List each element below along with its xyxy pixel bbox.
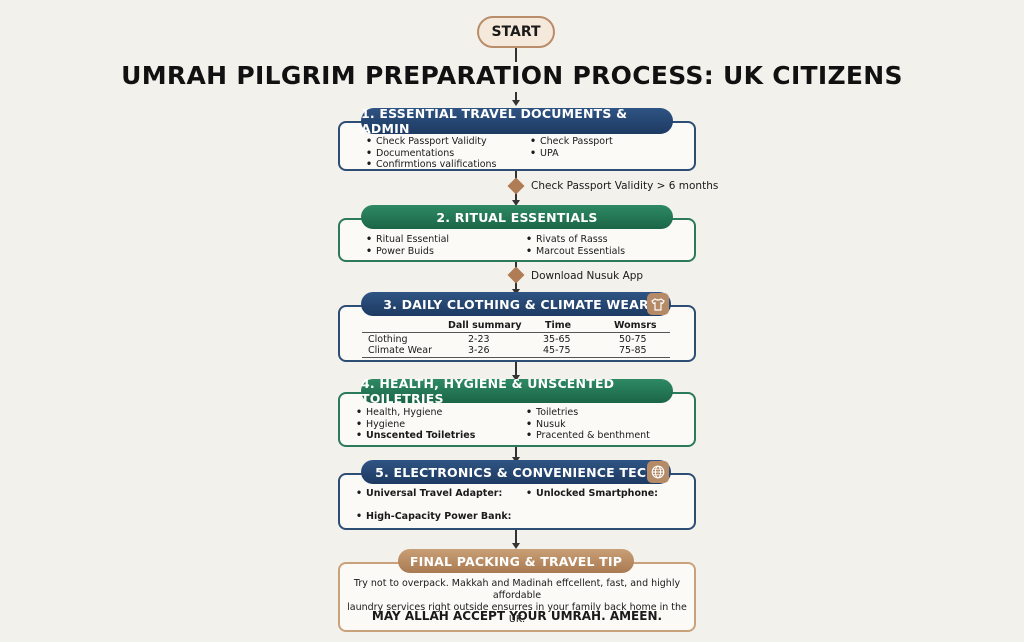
connector-line xyxy=(515,92,517,101)
list-item: Nusuk xyxy=(526,419,650,431)
list-item: Documentations xyxy=(366,148,497,160)
list-item: Toiletries xyxy=(526,407,650,419)
final-banner: FINAL PACKING & TRAVEL TIP xyxy=(398,549,634,573)
list-item: Ritual Essential xyxy=(366,234,449,246)
section-3-table: Dall summary Time Womsrs Clothing 2-23 3… xyxy=(362,319,672,359)
section-1-right-list: Check Passport UPA xyxy=(530,136,613,159)
list-item: Marcout Essentials xyxy=(526,246,625,258)
section-2-right-list: Rivats of Rasss Marcout Essentials xyxy=(526,234,625,257)
table-header: Dall summary xyxy=(448,320,522,331)
connector-line xyxy=(515,48,517,62)
section-2-banner: 2. RITUAL ESSENTIALS xyxy=(361,205,673,229)
section-2-left-list: Ritual Essential Power Buids xyxy=(366,234,449,257)
table-header: Womsrs xyxy=(614,320,657,331)
list-item: Power Buids xyxy=(366,246,449,258)
list-item: Unlocked Smartphone: xyxy=(526,488,658,500)
list-item: Confirmtions valifications xyxy=(366,159,497,171)
decision-diamond xyxy=(507,266,525,284)
decision-1-label: Check Passport Validity > 6 months xyxy=(531,180,719,192)
list-item: High-Capacity Power Bank: xyxy=(356,511,511,523)
final-blessing: MAY ALLAH ACCEPT YOUR UMRAH. AMEEN. xyxy=(371,609,663,623)
section-5-title: 5. ELECTRONICS & CONVENIENCE TECH xyxy=(375,464,657,480)
globe-icon xyxy=(647,461,669,483)
table-cell: 2-23 xyxy=(468,334,490,345)
list-item: Rivats of Rasss xyxy=(526,234,625,246)
start-label: START xyxy=(491,24,541,40)
arrowhead xyxy=(512,100,520,106)
table-cell: 3-26 xyxy=(468,345,490,356)
final-tip-line: laundry services right outside ensurres … xyxy=(347,602,687,625)
section-4-title: 4. HEALTH, HYGIENE & UNSCENTED TOILETRIE… xyxy=(361,376,615,406)
section-4-right-list: Toiletries Nusuk Pracented & benthment xyxy=(526,407,650,442)
section-1-left-list: Check Passport Validity Documentations C… xyxy=(366,136,497,171)
table-cell: 35-65 xyxy=(543,334,571,345)
connector-line xyxy=(515,362,517,377)
section-2-title: 2. RITUAL ESSENTIALS xyxy=(436,209,598,225)
table-cell: 45-75 xyxy=(543,345,571,356)
start-node: START xyxy=(477,16,555,48)
section-4-banner: 4. HEALTH, HYGIENE & UNSCENTED TOILETRIE… xyxy=(361,376,673,406)
connector-line xyxy=(515,447,517,459)
section-4-left-list: Health, Hygiene Hygiene Unscented Toilet… xyxy=(356,407,475,442)
arrowhead xyxy=(512,375,520,381)
connector-line xyxy=(515,530,517,546)
section-3-title: 3. DAILY CLOTHING & CLIMATE WEAR xyxy=(383,296,649,312)
list-item: Universal Travel Adapter: xyxy=(356,488,502,500)
final-title: FINAL PACKING & TRAVEL TIP xyxy=(409,553,623,569)
list-item: Check Passport xyxy=(530,136,613,148)
table-cell: 75-85 xyxy=(619,345,647,356)
section-1-banner: 1. ESSENTIAL TRAVEL DOCUMENTS & ADMIN xyxy=(361,106,673,136)
table-row-label: Clothing xyxy=(368,334,408,345)
list-item: UPA xyxy=(530,148,613,160)
arrowhead xyxy=(512,200,520,206)
list-item: Hygiene xyxy=(356,419,475,431)
list-item: Check Passport Validity xyxy=(366,136,497,148)
final-tip-line: Try not to overpack. Makkah and Madinah … xyxy=(353,578,681,601)
section-3-banner: 3. DAILY CLOTHING & CLIMATE WEAR xyxy=(361,292,671,316)
list-item: Health, Hygiene xyxy=(356,407,475,419)
table-divider xyxy=(362,357,670,358)
list-item: Pracented & benthment xyxy=(526,430,650,442)
decision-diamond xyxy=(507,177,525,195)
page-title: UMRAH PILGRIM PREPARATION PROCESS: UK CI… xyxy=(121,61,903,90)
table-divider xyxy=(362,332,670,333)
final-tip-text: Try not to overpack. Makkah and Madinah … xyxy=(338,578,696,626)
decision-2-label: Download Nusuk App xyxy=(531,270,644,282)
section-5-banner: 5. ELECTRONICS & CONVENIENCE TECH xyxy=(361,460,671,484)
table-header: Time xyxy=(545,320,572,331)
table-row-label: Climate Wear xyxy=(368,345,432,356)
tshirt-icon xyxy=(647,293,669,315)
table-cell: 50-75 xyxy=(619,334,647,345)
list-item: Unscented Toiletries xyxy=(356,430,475,442)
section-1-title: 1. ESSENTIAL TRAVEL DOCUMENTS & ADMIN xyxy=(361,106,628,136)
arrowhead xyxy=(512,543,520,549)
